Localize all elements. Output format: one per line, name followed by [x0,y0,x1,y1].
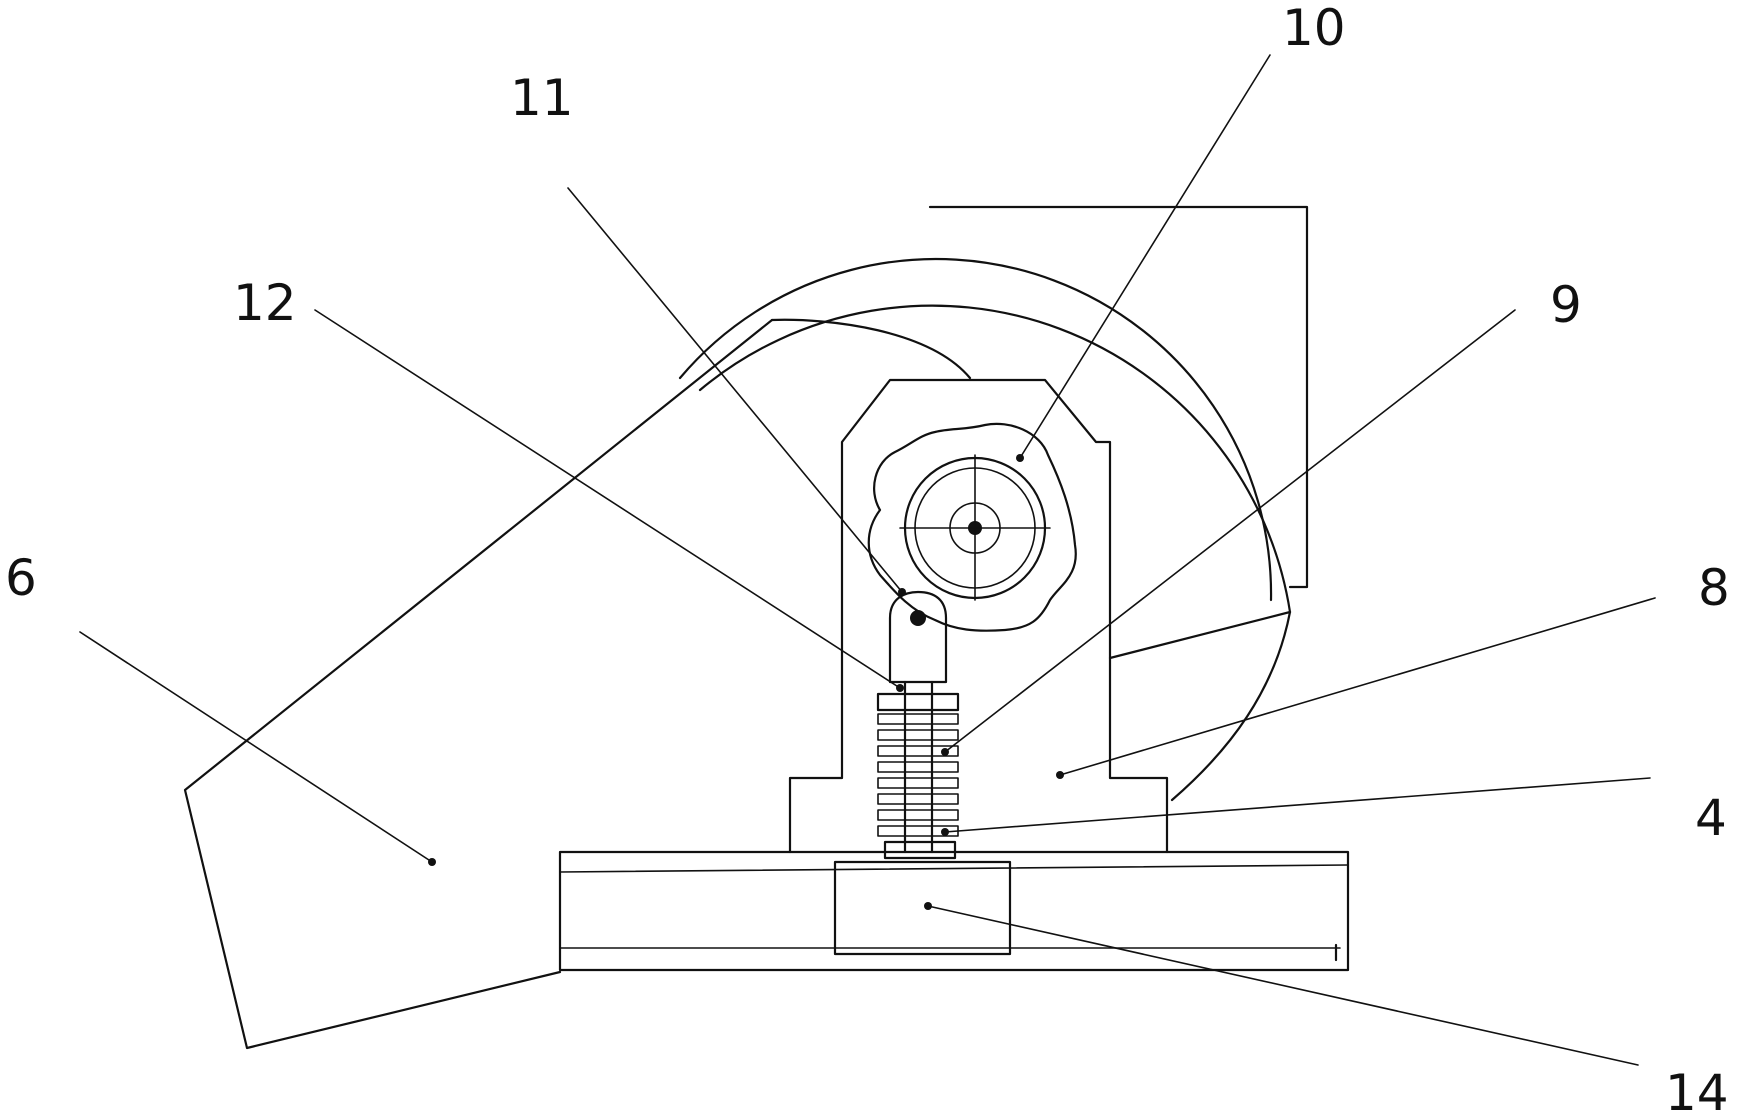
label-12: 12 [233,274,297,332]
label-14: 14 [1665,1064,1729,1118]
label-6: 6 [5,549,37,607]
guard-lower-edge [1108,610,1292,660]
base-bar-line-1 [559,864,1349,873]
label-9: 9 [1550,276,1582,334]
pawl-pin [910,610,926,626]
wheel-inner-arc [678,257,1273,602]
leader-line-8 [1059,597,1656,776]
plunger-foot [883,840,957,860]
leader-line-9 [944,309,1516,753]
compression-spring [877,713,959,837]
leader-line-10 [1019,54,1271,459]
cover-left-edge [183,318,774,1050]
dot-11 [898,588,906,596]
dot-6 [428,858,436,866]
mounting-bracket [788,378,1169,854]
pawl-latch [888,590,948,684]
leader-line-11 [567,187,903,593]
label-4: 4 [1695,789,1727,847]
dot-10 [1016,454,1024,462]
label-10: 10 [1282,0,1346,57]
leader-line-6 [79,631,433,863]
base-bar [558,850,1350,972]
wheel-outer-arc [698,304,1292,614]
label-8: 8 [1698,559,1730,617]
cover-upper-curve [770,318,972,380]
clamp-block [833,860,1012,956]
lobed-knob [867,422,1077,632]
dot-4 [941,828,949,836]
pawl-collar [876,692,960,712]
dot-9 [941,748,949,756]
leader-line-4 [944,777,1651,833]
leader-line-12 [314,309,901,689]
guard-lower-curve [1170,610,1292,802]
cover-plate [928,205,1309,589]
dot-8 [1056,771,1064,779]
dot-12 [896,684,904,692]
label-11: 11 [510,69,574,127]
leader-line-14 [927,905,1639,1066]
dot-14 [924,902,932,910]
